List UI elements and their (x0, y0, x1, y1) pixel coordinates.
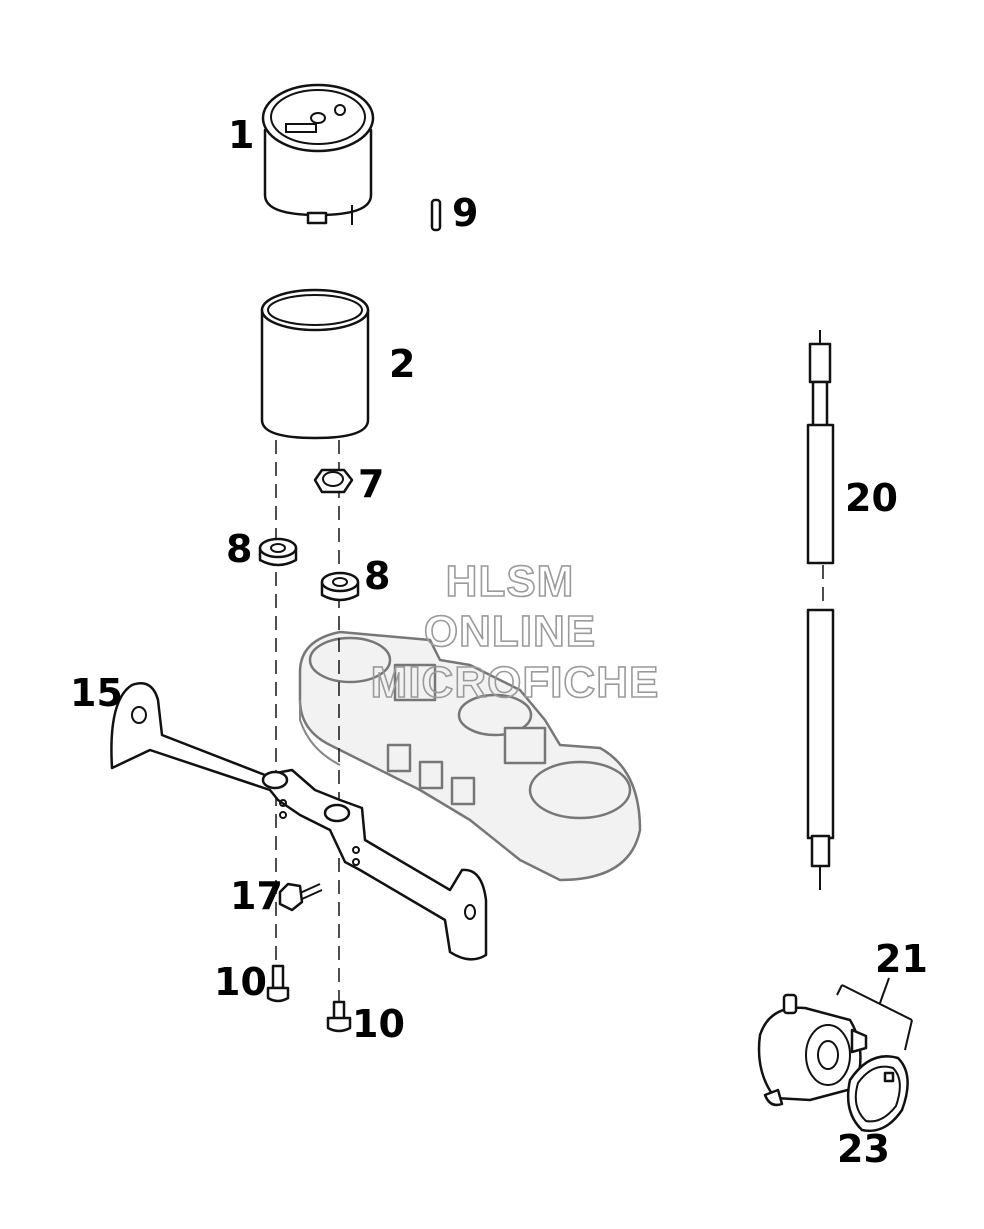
rubber-grommet-left (258, 537, 298, 567)
part-label-instrument-bracket: 15 (70, 671, 123, 715)
part-label-mounting-screw-right: 10 (352, 1002, 405, 1046)
part-label-nut: 7 (358, 462, 384, 506)
part-label-mounting-screw-left: 10 (214, 960, 267, 1004)
bracket-screw (278, 882, 323, 912)
part-label-speedometer-housing: 2 (389, 342, 415, 386)
instrument-bracket (110, 682, 488, 961)
watermark-line-3: MICROFICHE (371, 658, 660, 707)
nut (313, 468, 354, 494)
mounting-screw-right (326, 1000, 352, 1033)
drive-ring (846, 1055, 909, 1133)
speedometer (261, 83, 375, 225)
part-label-bulb: 9 (452, 191, 478, 235)
part-label-bracket-screw: 17 (230, 874, 283, 918)
part-label-speedometer: 1 (228, 113, 254, 157)
mounting-screw-left (266, 964, 290, 1003)
part-label-rubber-grommet-right: 8 (364, 554, 390, 598)
speedometer-cable (806, 330, 835, 890)
part-label-rubber-grommet-left: 8 (226, 527, 252, 571)
drive-callout-bracket (836, 977, 913, 1051)
rubber-grommet-right (320, 571, 360, 602)
triple-clamp (298, 630, 642, 882)
part-label-speedometer-drive: 21 (875, 937, 928, 981)
part-label-speedometer-cable: 20 (845, 476, 898, 520)
assembly-lines (275, 440, 824, 1025)
part-label-drive-ring: 23 (837, 1127, 890, 1171)
speedometer-drive (757, 993, 868, 1107)
watermark-line-2: ONLINE (424, 607, 596, 656)
speedometer-housing (260, 288, 370, 440)
watermark: HLSM ONLINE MICROFICHE (370, 556, 660, 708)
bulb (430, 198, 442, 232)
watermark-line-1: HLSM (446, 557, 575, 606)
